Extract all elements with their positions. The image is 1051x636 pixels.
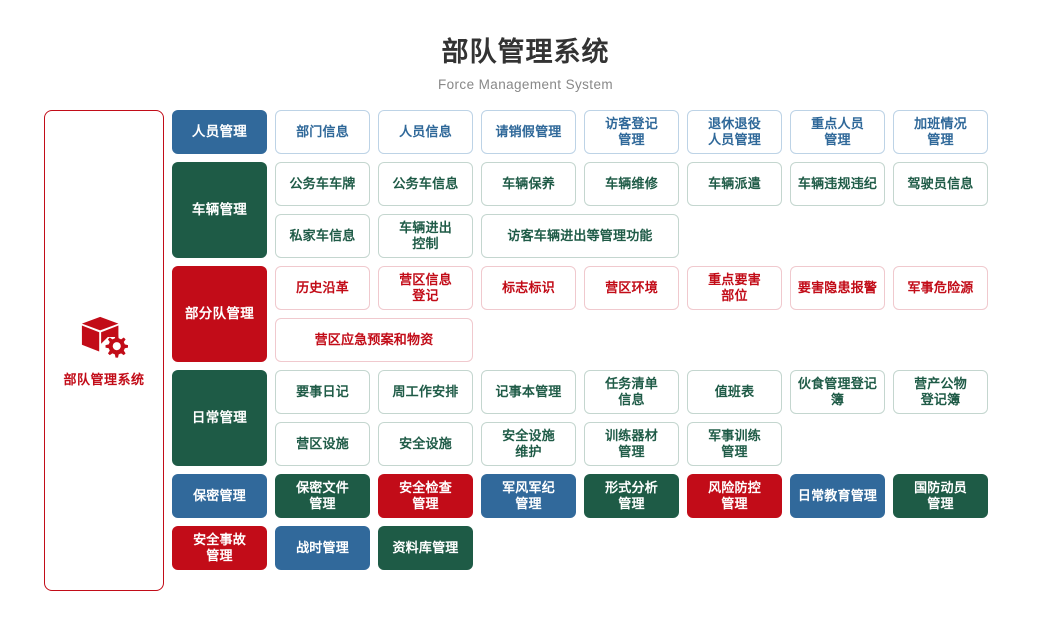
module-tile-国防动员管理[interactable]: 国防动员管理 xyxy=(893,474,988,519)
module-item-要害隐患报警[interactable]: 要害隐患报警 xyxy=(790,266,885,311)
module-tile-军风军纪管理[interactable]: 军风军纪管理 xyxy=(481,474,576,519)
module-item-请销假管理[interactable]: 请销假管理 xyxy=(481,110,576,155)
module-tile-形式分析管理[interactable]: 形式分析管理 xyxy=(584,474,679,519)
module-item-周工作安排[interactable]: 周工作安排 xyxy=(378,370,473,415)
module-item-标志标识[interactable]: 标志标识 xyxy=(481,266,576,311)
module-item-车辆保养[interactable]: 车辆保养 xyxy=(481,162,576,207)
module-item-军事危险源[interactable]: 军事危险源 xyxy=(893,266,988,311)
module-item-list: 要事日记周工作安排记事本管理任务清单信息值班表伙食管理登记簿营产公物登记簿营区设… xyxy=(275,370,1051,467)
module-item-伙食管理登记簿[interactable]: 伙食管理登记簿 xyxy=(790,370,885,415)
module-item-营产公物登记簿[interactable]: 营产公物登记簿 xyxy=(893,370,988,415)
category-人员管理[interactable]: 人员管理 xyxy=(172,110,267,155)
module-item-人员信息[interactable]: 人员信息 xyxy=(378,110,473,155)
module-item-要事日记[interactable]: 要事日记 xyxy=(275,370,370,415)
module-item-营区环境[interactable]: 营区环境 xyxy=(584,266,679,311)
cube-gear-icon xyxy=(79,314,129,362)
module-tile-日常教育管理[interactable]: 日常教育管理 xyxy=(790,474,885,519)
module-item-加班情况管理[interactable]: 加班情况管理 xyxy=(893,110,988,155)
module-row: 部分队管理历史沿革营区信息登记标志标识营区环境重点要害部位要害隐患报警军事危险源… xyxy=(172,266,1051,363)
page-header: 部队管理系统 Force Management System xyxy=(0,0,1051,92)
module-item-list: 历史沿革营区信息登记标志标识营区环境重点要害部位要害隐患报警军事危险源营区应急预… xyxy=(275,266,1051,363)
category-部分队管理[interactable]: 部分队管理 xyxy=(172,266,267,363)
module-item-公务车信息[interactable]: 公务车信息 xyxy=(378,162,473,207)
category-车辆管理[interactable]: 车辆管理 xyxy=(172,162,267,259)
page-title: 部队管理系统 xyxy=(441,37,610,67)
module-item-营区设施[interactable]: 营区设施 xyxy=(275,422,370,467)
module-item-营区应急预案和物资[interactable]: 营区应急预案和物资 xyxy=(275,318,473,363)
module-row: 日常管理要事日记周工作安排记事本管理任务清单信息值班表伙食管理登记簿营产公物登记… xyxy=(172,370,1051,467)
module-tile-保密管理[interactable]: 保密管理 xyxy=(172,474,267,519)
module-item-历史沿革[interactable]: 历史沿革 xyxy=(275,266,370,311)
module-grid: 人员管理部门信息人员信息请销假管理访客登记管理退休退役人员管理重点人员管理加班情… xyxy=(172,110,1051,591)
module-item-训练器材管理[interactable]: 训练器材管理 xyxy=(584,422,679,467)
module-item-营区信息登记[interactable]: 营区信息登记 xyxy=(378,266,473,311)
module-tile-风险防控管理[interactable]: 风险防控管理 xyxy=(687,474,782,519)
module-item-任务清单信息[interactable]: 任务清单信息 xyxy=(584,370,679,415)
module-item-安全设施维护[interactable]: 安全设施维护 xyxy=(481,422,576,467)
module-item-车辆维修[interactable]: 车辆维修 xyxy=(584,162,679,207)
content-area: 部队管理系统 人员管理部门信息人员信息请销假管理访客登记管理退休退役人员管理重点… xyxy=(0,92,1051,592)
module-item-重点要害部位[interactable]: 重点要害部位 xyxy=(687,266,782,311)
module-item-list: 公务车车牌公务车信息车辆保养车辆维修车辆派遣车辆违规违纪驾驶员信息私家车信息车辆… xyxy=(275,162,1051,259)
module-item-驾驶员信息[interactable]: 驾驶员信息 xyxy=(893,162,988,207)
module-item-记事本管理[interactable]: 记事本管理 xyxy=(481,370,576,415)
module-tile-安全事故管理[interactable]: 安全事故管理 xyxy=(172,526,267,571)
module-item-车辆派遣[interactable]: 车辆派遣 xyxy=(687,162,782,207)
module-item-私家车信息[interactable]: 私家车信息 xyxy=(275,214,370,259)
module-row: 车辆管理公务车车牌公务车信息车辆保养车辆维修车辆派遣车辆违规违纪驾驶员信息私家车… xyxy=(172,162,1051,259)
module-item-重点人员管理[interactable]: 重点人员管理 xyxy=(790,110,885,155)
category-日常管理[interactable]: 日常管理 xyxy=(172,370,267,467)
module-item-车辆违规违纪[interactable]: 车辆违规违纪 xyxy=(790,162,885,207)
module-tile-战时管理[interactable]: 战时管理 xyxy=(275,526,370,571)
module-tile-资料库管理[interactable]: 资料库管理 xyxy=(378,526,473,571)
module-item-部门信息[interactable]: 部门信息 xyxy=(275,110,370,155)
module-item-安全设施[interactable]: 安全设施 xyxy=(378,422,473,467)
module-item-军事训练管理[interactable]: 军事训练管理 xyxy=(687,422,782,467)
module-item-车辆进出控制[interactable]: 车辆进出控制 xyxy=(378,214,473,259)
module-tile-保密文件管理[interactable]: 保密文件管理 xyxy=(275,474,370,519)
module-item-访客登记管理[interactable]: 访客登记管理 xyxy=(584,110,679,155)
module-item-值班表[interactable]: 值班表 xyxy=(687,370,782,415)
sidebar-brand-panel[interactable]: 部队管理系统 xyxy=(44,110,164,592)
module-tile-安全检查管理[interactable]: 安全检查管理 xyxy=(378,474,473,519)
module-item-退休退役人员管理[interactable]: 退休退役人员管理 xyxy=(687,110,782,155)
module-item-访客车辆进出等管理功能[interactable]: 访客车辆进出等管理功能 xyxy=(481,214,679,259)
module-row: 人员管理部门信息人员信息请销假管理访客登记管理退休退役人员管理重点人员管理加班情… xyxy=(172,110,1051,155)
sidebar-brand-label: 部队管理系统 xyxy=(63,371,145,387)
page-subtitle: Force Management System xyxy=(437,77,614,93)
module-row-bottom: 保密管理保密文件管理安全检查管理军风军纪管理形式分析管理风险防控管理日常教育管理… xyxy=(172,474,1051,571)
bottom-tile-list: 保密管理保密文件管理安全检查管理军风军纪管理形式分析管理风险防控管理日常教育管理… xyxy=(172,474,1051,571)
module-item-list: 部门信息人员信息请销假管理访客登记管理退休退役人员管理重点人员管理加班情况管理 xyxy=(275,110,1051,155)
module-item-公务车车牌[interactable]: 公务车车牌 xyxy=(275,162,370,207)
